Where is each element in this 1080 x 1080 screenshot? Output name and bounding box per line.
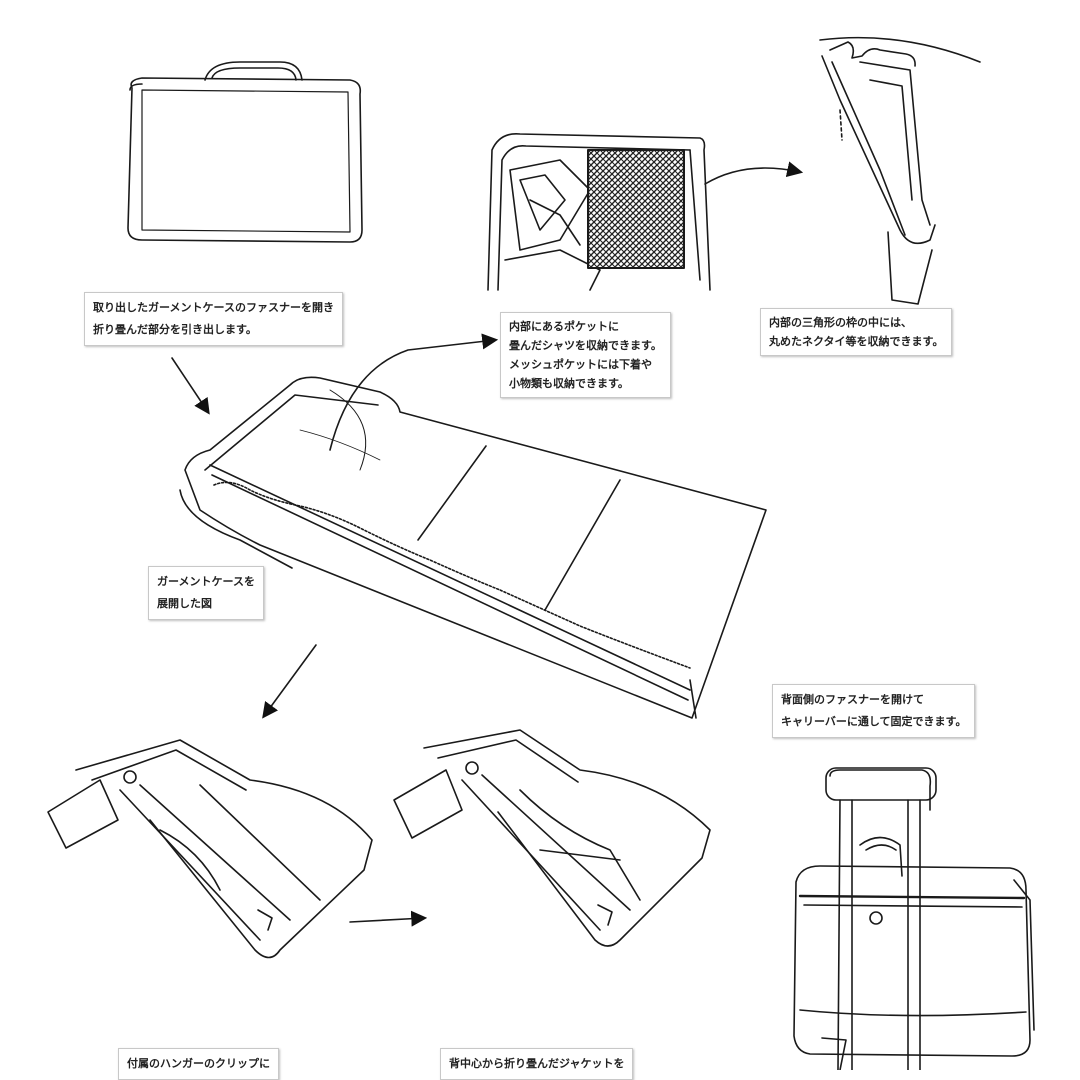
folded-jacket-illustration [393,729,711,947]
caption-triangle-frame: 内部の三角形の枠の中には、 丸めたネクタイ等を収納できます。 [760,308,953,356]
unfolded-case-illustration [179,376,767,719]
caption-open-case: 取り出したガーメントケースのファスナーを開き 折り畳んだ部分を引き出します。 [84,292,344,346]
triangle-frame-illustration [819,36,981,305]
caption-carry-bar: 背面側のファスナーを開けて キャリーバーに通して固定できます。 [772,684,976,738]
carry-bar-illustration [793,767,1035,1070]
inner-pocket-illustration [487,133,711,291]
closed-case-illustration [127,61,363,243]
caption-fold-jacket: 背中心から折り畳んだジャケットを [440,1048,634,1080]
caption-inner-pocket: 内部にあるポケットに 畳んだシャツを収納できます。 メッシュポケットには下着や … [500,312,671,398]
caption-hanger-clip: 付属のハンガーのクリップに [118,1048,279,1080]
hanger-illustration [47,739,373,959]
caption-unfolded: ガーメントケースを 展開した図 [148,566,265,620]
